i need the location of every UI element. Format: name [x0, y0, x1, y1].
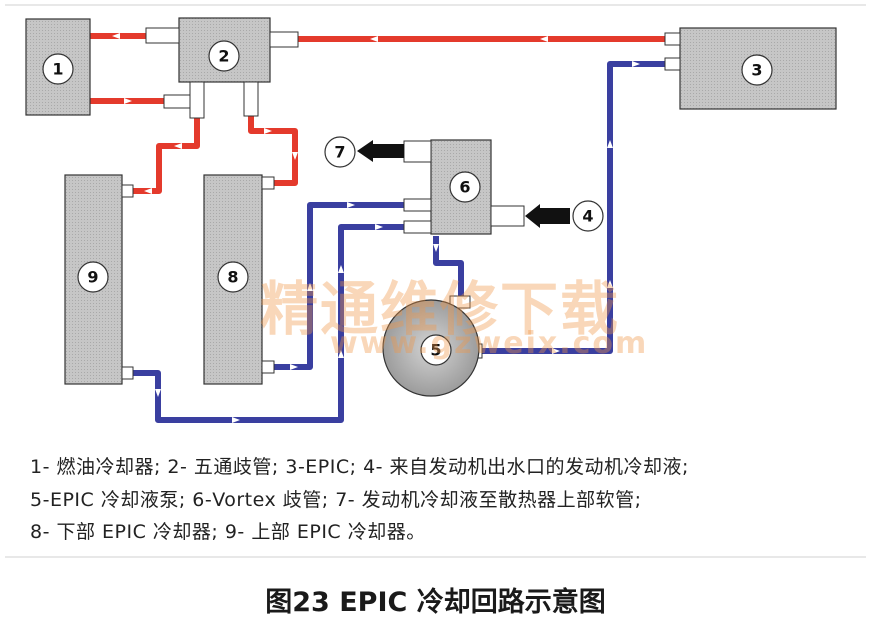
watermark-url: www.gzweix.com [330, 326, 649, 361]
badge-4 [572, 200, 604, 232]
legend-line-1: 1- 燃油冷却器; 2- 五通歧管; 3-EPIC; 4- 来自发动机出水口的发… [30, 456, 689, 478]
badge-1 [42, 53, 74, 85]
badge-label-7: 7 [334, 143, 345, 162]
badge-8 [217, 261, 249, 293]
component-6-vortex-manifold [403, 139, 525, 235]
flow-arrow [632, 61, 640, 67]
arrow-to-radiator-7 [357, 140, 404, 162]
component-9-upper-epic-cooler [64, 174, 134, 385]
flow-arrow [232, 417, 240, 423]
flow-arrow [552, 348, 560, 354]
hot-pipes [90, 33, 665, 194]
flow-arrow [607, 280, 613, 288]
badge-3 [741, 54, 773, 86]
flow-arrow [264, 128, 272, 134]
watermark-text: 精通维修下载 [260, 275, 621, 343]
legend-line-2: 5-EPIC 冷却液泵; 6-Vortex 歧管; 7- 发动机冷却液至散热器上… [30, 489, 642, 511]
badge-label-8: 8 [227, 268, 238, 287]
badge-label-2: 2 [218, 47, 229, 66]
flow-arrow [375, 224, 383, 230]
arrow-from-engine-4 [525, 204, 570, 228]
badge-label-1: 1 [52, 60, 63, 79]
flow-arrows [112, 33, 640, 423]
badge-label-3: 3 [751, 61, 762, 80]
flow-arrow [174, 143, 182, 149]
flow-arrow [607, 140, 613, 148]
flow-arrow [338, 350, 344, 358]
badge-label-9: 9 [87, 268, 98, 287]
badge-2 [208, 40, 240, 72]
badge-7 [324, 136, 356, 168]
flow-arrow [307, 283, 313, 291]
badge-6 [449, 171, 481, 203]
flow-arrow [540, 36, 548, 42]
badge-9 [77, 261, 109, 293]
pipe-2-to-9 [133, 118, 200, 194]
flow-arrow [112, 33, 120, 39]
flow-arrow [144, 188, 152, 194]
flow-arrow [124, 98, 132, 104]
flow-arrow [292, 152, 298, 160]
flow-arrow [433, 244, 439, 252]
flow-arrow [155, 389, 161, 397]
flow-arrow [338, 265, 344, 273]
label-badges [42, 40, 773, 366]
badge-label-4: 4 [582, 207, 593, 226]
badge-label-6: 6 [459, 178, 470, 197]
badge-5 [420, 334, 452, 366]
pipe-2-to-8 [248, 116, 298, 186]
flow-arrow [290, 364, 298, 370]
flow-arrow [347, 202, 355, 208]
figure-title: 图23 EPIC 冷却回路示意图 [265, 587, 606, 618]
badge-label-5: 5 [430, 341, 441, 360]
flow-arrow [370, 36, 378, 42]
legend-line-3: 8- 下部 EPIC 冷却器; 9- 上部 EPIC 冷却器。 [30, 521, 426, 543]
pipe-9-to-8 [133, 224, 404, 423]
